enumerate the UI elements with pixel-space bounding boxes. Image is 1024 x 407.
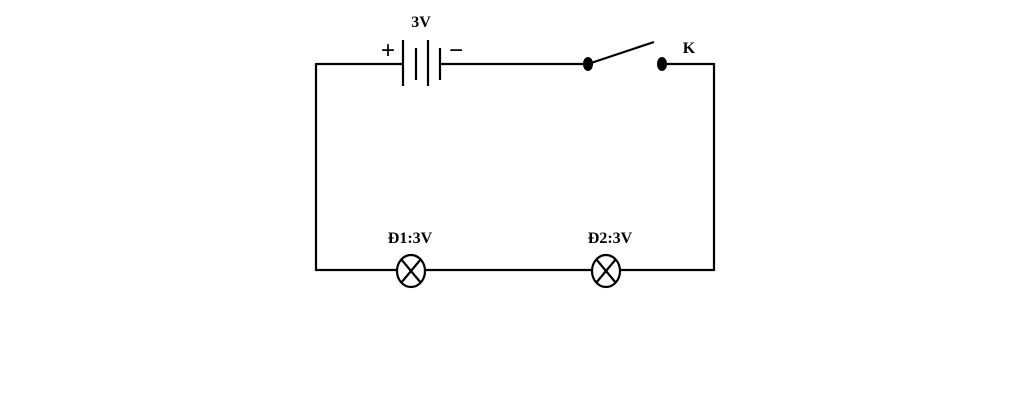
lamp-2-symbol: Đ2:3V	[588, 230, 633, 289]
lamp-1-bulb-icon	[395, 253, 427, 289]
lamp-2-cross-b	[595, 258, 617, 284]
switch-lever	[587, 40, 655, 66]
battery-symbol: 3V + −	[381, 14, 463, 86]
switch-symbol: K	[583, 40, 696, 71]
lamp-1-label: Đ1:3V	[388, 230, 433, 247]
battery-label: 3V	[411, 14, 431, 31]
switch-contact-right	[657, 57, 667, 71]
lamp-2-bulb-icon	[590, 253, 622, 289]
switch-label: K	[683, 40, 696, 57]
circuit-wires	[314, 62, 716, 272]
battery-plus-sign: +	[381, 37, 395, 64]
lamp-2-label: Đ2:3V	[588, 230, 633, 247]
battery-minus-sign: −	[449, 37, 463, 64]
lamp-1-symbol: Đ1:3V	[388, 230, 433, 289]
switch-contact-left	[583, 57, 593, 71]
lamp-1-cross-b	[400, 258, 422, 284]
